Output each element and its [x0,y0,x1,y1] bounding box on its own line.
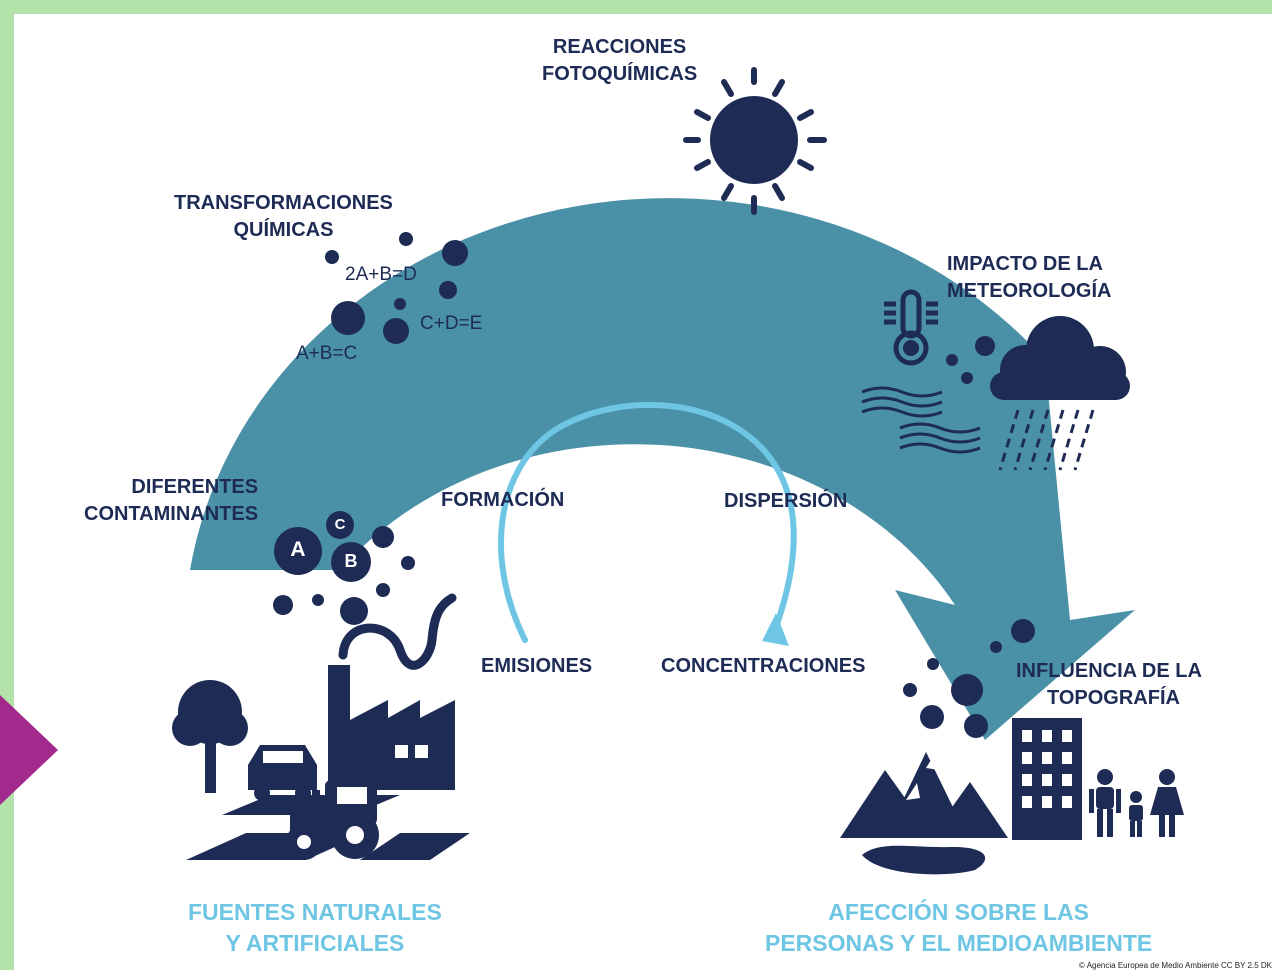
cloud-icon [990,316,1130,400]
label-influencia-line1: INFLUENCIA DE LA [1016,660,1202,682]
label-diferentes: DIFERENTES CONTAMINANTES [84,474,258,528]
thermometer-icon [884,289,938,366]
cycle-label-concentraciones: CONCENTRACIONES [661,655,866,677]
cycle-label-dispersion: DISPERSIÓN [724,490,848,512]
equation-1: 2A+B=D [345,264,417,285]
tree-icon [172,680,248,793]
label-transformaciones: TRANSFORMACIONES QUÍMICAS [174,190,393,244]
equation-3: A+B=C [296,343,358,364]
rain-icon [998,409,1095,471]
label-afeccion-line1: AFECCIÓN SOBRE LAS [828,899,1089,925]
nav-arrow[interactable] [0,695,58,805]
equation-2: C+D=E [420,313,483,334]
inner-cycle-arc [498,401,797,643]
label-influencia: INFLUENCIA DE LA TOPOGRAFÍA [1016,658,1202,712]
label-impacto-line2: METEOROLOGÍA [947,280,1112,302]
label-impacto: IMPACTO DE LA METEOROLOGÍA [947,251,1111,305]
cycle-label-formacion: FORMACIÓN [441,489,565,511]
pollutant-letter-c: C [334,516,346,533]
pollutant-bubbles [273,511,415,625]
process-arc [190,198,1135,740]
mountains-icon [840,752,1008,875]
topography-dots [903,619,1035,738]
cycle-label-emisiones: EMISIONES [481,655,593,677]
sun-icon [683,67,827,215]
label-impacto-line1: IMPACTO DE LA [947,253,1103,275]
wind-icon [861,386,981,454]
label-transformaciones-line1: TRANSFORMACIONES [174,192,393,214]
molecule-dots [325,232,468,344]
label-fuentes-line2: Y ARTIFICIALES [225,930,405,956]
smoke-icon [338,593,457,670]
pollutant-letter-b: B [344,551,358,571]
label-influencia-line2: TOPOGRAFÍA [1047,687,1180,709]
label-diferentes-line1: DIFERENTES [131,476,259,498]
credit-text: © Agencia Europea de Medio Ambiente CC B… [1079,961,1272,970]
label-reacciones-line2: FOTOQUÍMICAS [542,63,698,85]
inner-cycle-arrowhead [762,613,789,646]
family-icon [1089,769,1184,837]
meteo-dots [946,336,995,384]
pollutant-letter-a: A [290,538,306,561]
label-reacciones-line1: REACCIONES [552,36,687,58]
factory-icon [328,665,455,790]
label-diferentes-line2: CONTAMINANTES [84,503,259,525]
label-transformaciones-line2: QUÍMICAS [233,219,334,241]
label-fuentes: FUENTES NATURALES Y ARTIFICIALES [188,897,442,959]
label-afeccion: AFECCIÓN SOBRE LAS PERSONAS Y EL MEDIOAM… [765,897,1152,959]
label-reacciones: REACCIONES FOTOQUÍMICAS [542,34,697,88]
label-fuentes-line1: FUENTES NATURALES [188,899,442,925]
label-afeccion-line2: PERSONAS Y EL MEDIOAMBIENTE [765,930,1153,956]
